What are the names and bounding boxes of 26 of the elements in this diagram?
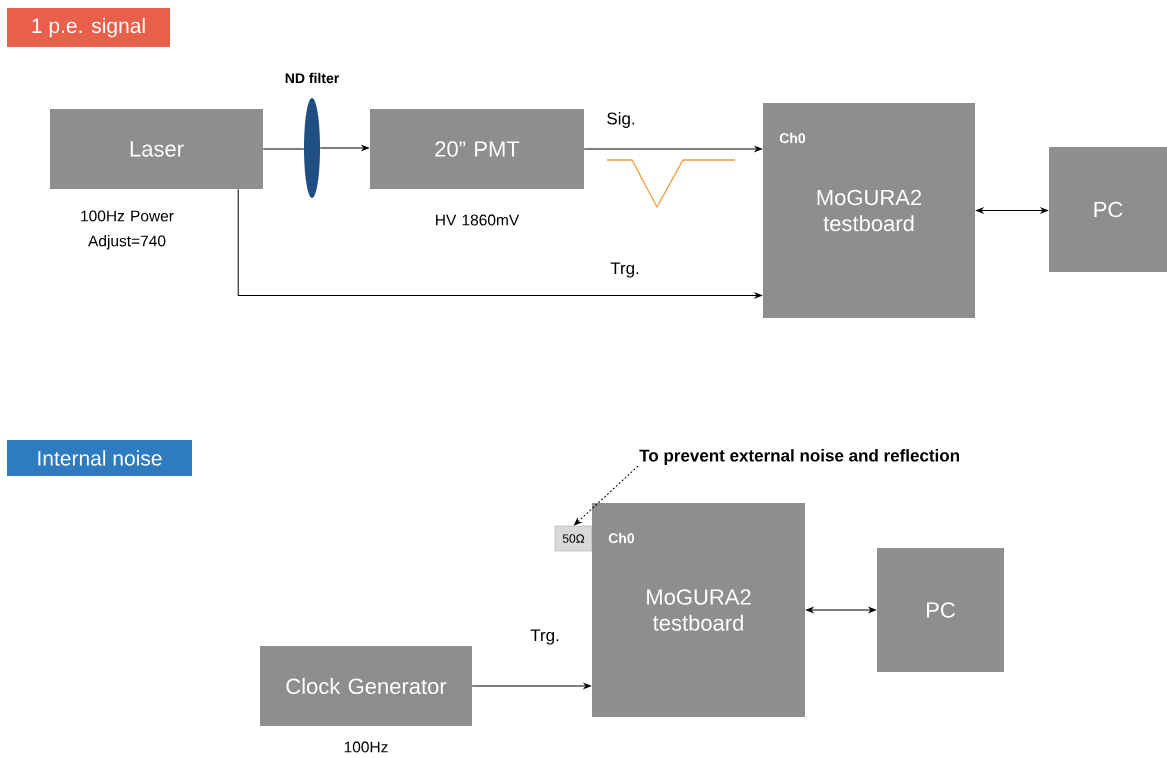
resistor-box: 50Ω <box>554 525 593 552</box>
node-label: 100Hz Power Adjust=740 <box>81 210 174 250</box>
lens: ND filter <box>285 72 339 198</box>
arrow <box>319 145 369 151</box>
arrow <box>471 683 591 689</box>
arrow <box>806 607 876 613</box>
board-box: MoGURA2 testboard Ch0 <box>592 503 805 717</box>
device-box: 20” PMT <box>370 109 584 189</box>
arrow <box>976 207 1048 214</box>
note: To prevent external noise and reflection <box>639 449 959 465</box>
node-label: HV 1860mV <box>436 214 520 226</box>
board-box: MoGURA2 testboard Ch0 <box>763 103 975 318</box>
edge-label: Trg. <box>530 629 559 645</box>
edge-label: Sig. <box>607 112 635 128</box>
device-box: PC <box>1049 147 1167 272</box>
device-box: Laser <box>50 109 263 189</box>
title-band: 1 p.e. signal <box>7 8 170 47</box>
device-box: PC <box>877 548 1004 672</box>
arrow <box>574 465 639 526</box>
title-band: Internal noise <box>7 440 192 476</box>
node-label: ND filter <box>285 72 339 84</box>
arrow <box>237 188 762 299</box>
arrow <box>583 146 762 152</box>
edge-label: Trg. <box>610 262 639 278</box>
node-label: 100Hz <box>344 741 388 753</box>
device-box: Clock Generator <box>260 646 472 726</box>
